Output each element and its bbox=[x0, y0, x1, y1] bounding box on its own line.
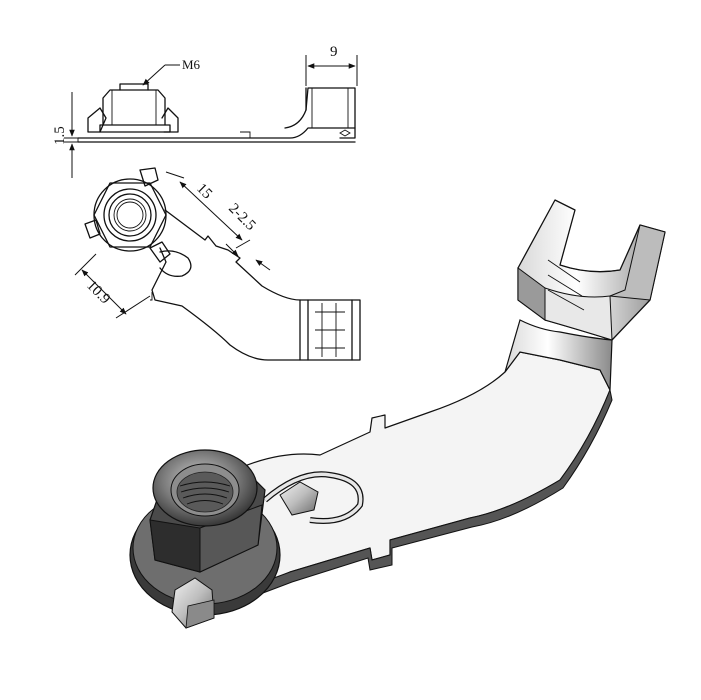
dim-length-10-9: 10.9 bbox=[74, 253, 151, 319]
thread-callout-label: M6 bbox=[182, 57, 201, 72]
dim-width-9-label: 9 bbox=[330, 44, 338, 60]
top-view bbox=[84, 167, 361, 361]
thread-callout: M6 bbox=[142, 57, 201, 86]
side-view bbox=[77, 83, 356, 143]
isometric-view bbox=[129, 199, 666, 629]
dim-length-10-9-label: 10.9 bbox=[83, 278, 113, 308]
dim-thickness-1-5: 1.5 bbox=[52, 92, 82, 178]
dim-thickness-1-5-label: 1.5 bbox=[52, 126, 68, 145]
dim-width-9: 9 bbox=[305, 44, 358, 86]
dim-length-15-label: 15 bbox=[193, 181, 215, 203]
dim-range-2-2-5: 2-2.5 bbox=[225, 201, 271, 271]
